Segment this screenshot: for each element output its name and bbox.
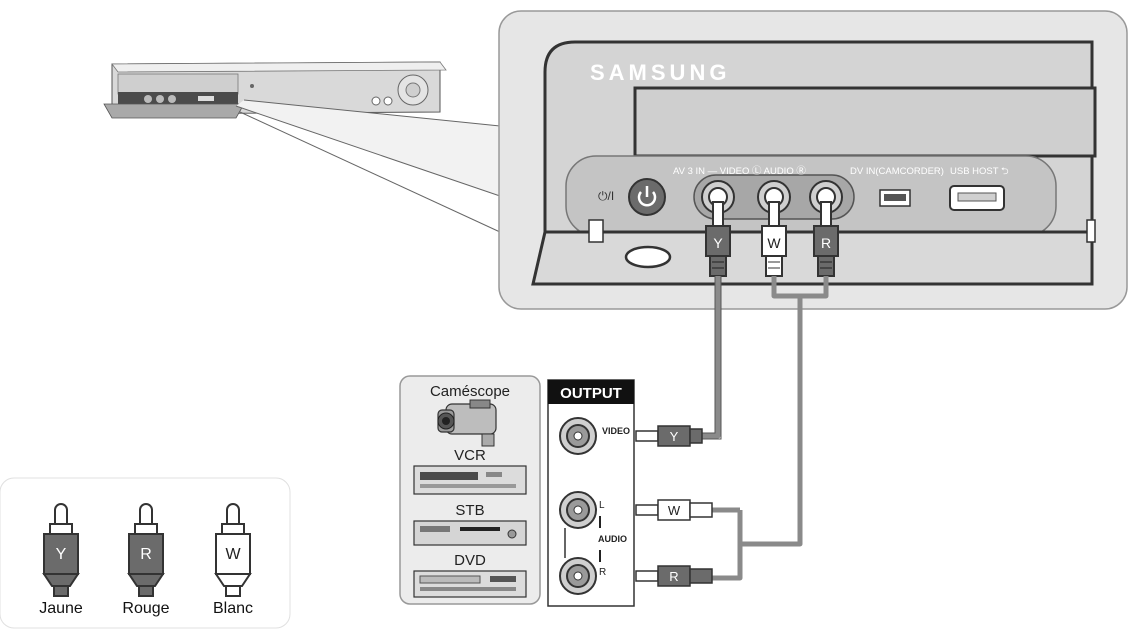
legend-white-name: Blanc <box>213 600 253 617</box>
legend-white-letter: W <box>225 546 241 563</box>
plug-audio-right-letter: R <box>821 235 831 251</box>
output-video-jack <box>559 417 597 455</box>
source-stb-label: STB <box>455 502 484 519</box>
av3-in-label: AV 3 IN — VIDEO Ⓛ AUDIO Ⓡ <box>673 166 806 177</box>
plug-audio-left-output-letter: W <box>668 503 681 518</box>
plug-audio-right-output <box>635 565 713 587</box>
output-audio-l-label: L <box>599 500 605 511</box>
legend-plug-white <box>214 503 252 597</box>
legend-red-letter: R <box>140 546 152 563</box>
zoom-lines <box>235 99 501 233</box>
plug-video-output <box>635 425 703 447</box>
stb-icon <box>413 520 527 546</box>
plug-video-letter: Y <box>713 235 723 251</box>
cables <box>700 276 829 581</box>
plug-audio-left-top <box>761 201 787 277</box>
vcr-icon <box>413 465 527 495</box>
legend-yellow-name: Jaune <box>39 600 83 617</box>
plug-video-top <box>705 201 731 277</box>
legend-red-name: Rouge <box>122 600 169 617</box>
plug-audio-left-letter: W <box>767 235 781 251</box>
recorder-front-zoom <box>531 40 1097 286</box>
output-video-label: VIDEO <box>602 426 630 436</box>
plug-audio-right-output-letter: R <box>669 569 678 584</box>
source-camcorder-label: Caméscope <box>430 383 510 400</box>
output-audio-r-label: R <box>599 567 606 578</box>
output-audio-left-jack <box>559 491 597 529</box>
output-audio-right-jack <box>559 557 597 595</box>
camcorder-icon <box>437 399 497 447</box>
dv-in-label: DV IN(CAMCORDER) <box>850 166 944 177</box>
output-header <box>548 380 634 404</box>
legend-yellow-letter: Y <box>56 546 67 563</box>
recorder-thumbnail <box>103 61 447 119</box>
plug-audio-left-output <box>635 499 713 521</box>
usb-host-label: USB HOST ⮌ <box>950 166 1009 177</box>
source-vcr-label: VCR <box>454 447 486 464</box>
cable-outlines <box>700 276 722 440</box>
plug-video-output-letter: Y <box>670 429 679 444</box>
legend-plug-red <box>127 503 165 597</box>
plug-audio-right-top <box>813 201 839 277</box>
brand-logo: SAMSUNG <box>590 60 730 85</box>
legend-plug-yellow <box>42 503 80 597</box>
source-dvd-label: DVD <box>454 552 486 569</box>
output-title: OUTPUT <box>560 385 622 402</box>
power-label: ⏻/I <box>598 189 614 203</box>
output-audio-label: AUDIO <box>598 534 627 544</box>
dvd-icon <box>413 570 527 598</box>
